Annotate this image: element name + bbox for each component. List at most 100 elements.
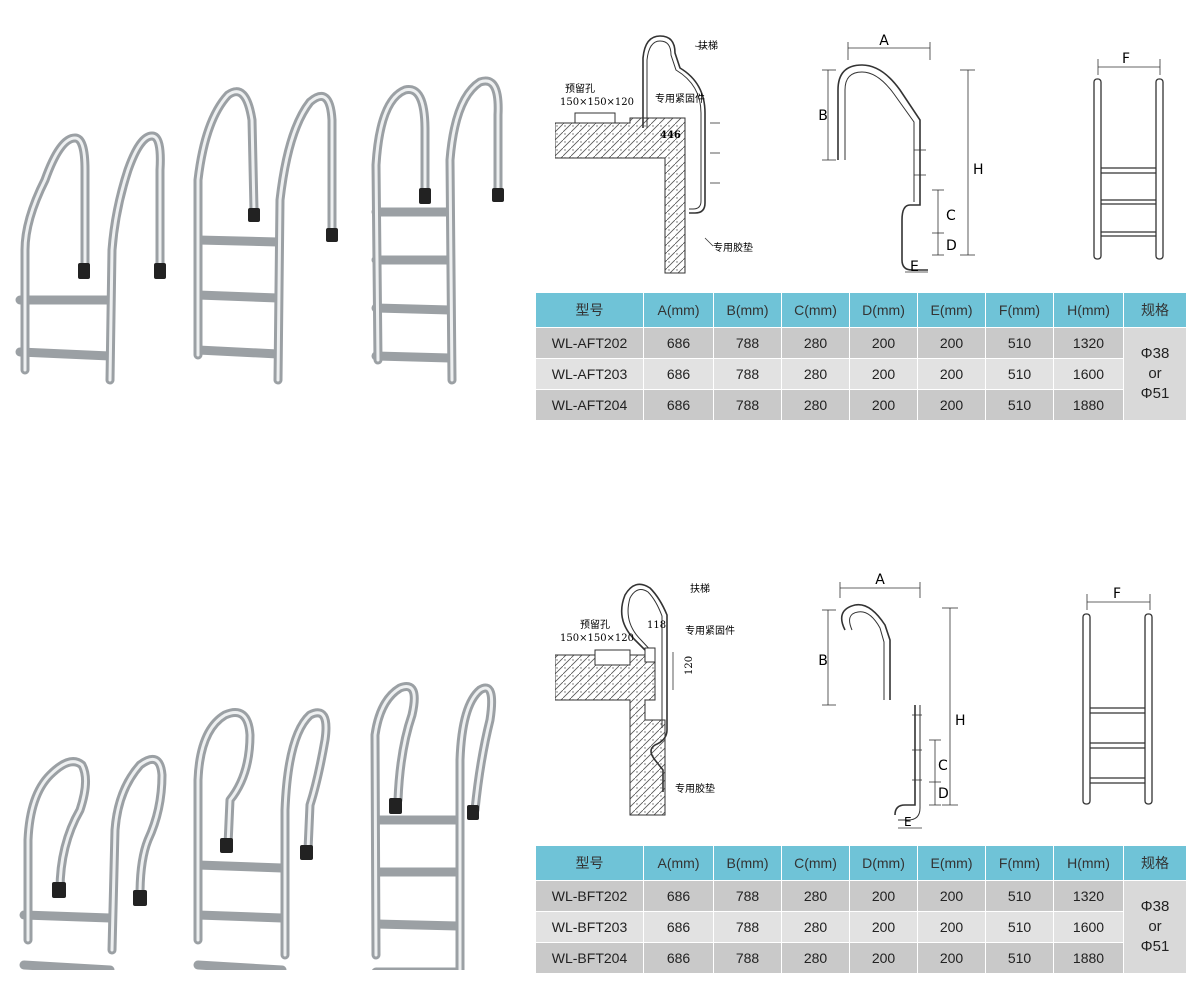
header-d: D(mm) <box>849 845 918 881</box>
cell-a: 686 <box>643 880 714 912</box>
dim-b: B <box>818 653 828 669</box>
product-section-aft: 扶梯 预留孔 150×150×120 专用紧固件 446 专用胶垫 A B H … <box>0 0 1200 440</box>
label-hole-size: 150×150×120 <box>560 633 634 644</box>
spec-line-3: Φ51 <box>1140 938 1170 955</box>
dim-d: D <box>938 786 949 802</box>
cell-c: 280 <box>781 358 850 390</box>
cell-d: 200 <box>849 942 918 974</box>
dim-d: D <box>946 238 957 254</box>
ladder-photo-bft <box>19 682 497 970</box>
header-a: A(mm) <box>643 845 714 881</box>
cell-model: WL-AFT203 <box>535 358 644 390</box>
label-hole-size: 150×150×120 <box>560 97 634 108</box>
header-spec: 规格 <box>1123 845 1187 881</box>
table-row: WL-AFT204 686 788 280 200 200 510 1880 <box>535 389 1187 421</box>
cell-model: WL-BFT203 <box>535 911 644 943</box>
side-dimension-diagram-aft: A B H C D E <box>818 33 984 275</box>
cell-c: 280 <box>781 389 850 421</box>
spec-line-2: or <box>1148 365 1162 382</box>
spec-line-1: Φ38 <box>1140 898 1170 915</box>
ladder-photo-aft <box>15 76 504 385</box>
cell-a: 686 <box>643 942 714 974</box>
dim-a: A <box>879 33 889 49</box>
dim-h: H <box>973 162 984 178</box>
cell-e: 200 <box>917 880 986 912</box>
header-model: 型号 <box>535 292 644 328</box>
header-model: 型号 <box>535 845 644 881</box>
cell-h: 1320 <box>1053 880 1124 912</box>
cell-e: 200 <box>917 911 986 943</box>
cell-spec: Φ38 or Φ51 <box>1123 880 1187 974</box>
table-row: WL-AFT202 686 788 280 200 200 510 1320 Φ… <box>535 327 1187 421</box>
label-fastener: 专用紧固件 <box>655 92 705 105</box>
spec-table-bft: 型号 A(mm) B(mm) C(mm) D(mm) E(mm) F(mm) H… <box>535 845 1187 974</box>
dim-e: E <box>904 815 912 829</box>
cell-h: 1600 <box>1053 911 1124 943</box>
cell-b: 788 <box>713 327 782 359</box>
cell-d: 200 <box>849 389 918 421</box>
table-row: WL-BFT203 686 788 280 200 200 510 1600 <box>535 911 1187 943</box>
table-row: WL-BFT202 686 788 280 200 200 510 1320 Φ… <box>535 880 1187 974</box>
spec-table-header: 型号 A(mm) B(mm) C(mm) D(mm) E(mm) F(mm) H… <box>535 292 1187 328</box>
dim-a: A <box>875 572 885 588</box>
cell-h: 1880 <box>1053 942 1124 974</box>
label-dim-120: 120 <box>684 656 695 675</box>
header-spec: 规格 <box>1123 292 1187 328</box>
dim-f: F <box>1113 586 1121 602</box>
table-row: WL-BFT204 686 788 280 200 200 510 1880 <box>535 942 1187 974</box>
product-section-bft: 118 120 扶梯 预留孔 150×150×120 专用紧固件 专用胶垫 A … <box>0 540 1200 989</box>
label-rubber-pad: 专用胶垫 <box>713 241 753 254</box>
side-dimension-diagram-bft: A B H C D E <box>818 572 966 829</box>
cell-f: 510 <box>985 358 1054 390</box>
installation-diagram-bft: 118 120 扶梯 预留孔 150×150×120 专用紧固件 专用胶垫 <box>555 582 735 816</box>
cell-d: 200 <box>849 880 918 912</box>
cell-e: 200 <box>917 327 986 359</box>
dim-h: H <box>955 713 966 729</box>
cell-h: 1880 <box>1053 389 1124 421</box>
cell-d: 200 <box>849 327 918 359</box>
front-dimension-diagram-aft: F <box>1093 51 1164 260</box>
cell-f: 510 <box>985 942 1054 974</box>
spec-line-2: or <box>1148 918 1162 935</box>
label-rubber-pad: 专用胶垫 <box>675 782 715 795</box>
label-reserved-hole: 预留孔 <box>565 82 595 95</box>
header-c: C(mm) <box>781 845 850 881</box>
header-h: H(mm) <box>1053 845 1124 881</box>
cell-b: 788 <box>713 389 782 421</box>
cell-model: WL-AFT204 <box>535 389 644 421</box>
installation-diagram-aft: 扶梯 预留孔 150×150×120 专用紧固件 446 专用胶垫 <box>555 35 753 274</box>
cell-d: 200 <box>849 358 918 390</box>
cell-d: 200 <box>849 911 918 943</box>
cell-e: 200 <box>917 358 986 390</box>
cell-a: 686 <box>643 358 714 390</box>
table-row: WL-AFT203 686 788 280 200 200 510 1600 <box>535 358 1187 390</box>
dim-f: F <box>1122 51 1130 67</box>
dim-e: E <box>910 259 919 275</box>
cell-spec: Φ38 or Φ51 <box>1123 327 1187 421</box>
label-fastener: 专用紧固件 <box>685 624 735 637</box>
spec-table-header: 型号 A(mm) B(mm) C(mm) D(mm) E(mm) F(mm) H… <box>535 845 1187 881</box>
cell-a: 686 <box>643 389 714 421</box>
header-c: C(mm) <box>781 292 850 328</box>
header-f: F(mm) <box>985 845 1054 881</box>
cell-model: WL-BFT202 <box>535 880 644 912</box>
cell-b: 788 <box>713 880 782 912</box>
cell-b: 788 <box>713 358 782 390</box>
cell-model: WL-BFT204 <box>535 942 644 974</box>
cell-c: 280 <box>781 942 850 974</box>
header-a: A(mm) <box>643 292 714 328</box>
front-dimension-diagram-bft: F <box>1082 586 1153 805</box>
cell-f: 510 <box>985 911 1054 943</box>
cell-f: 510 <box>985 389 1054 421</box>
spec-line-1: Φ38 <box>1140 345 1170 362</box>
spec-table-aft: 型号 A(mm) B(mm) C(mm) D(mm) E(mm) F(mm) H… <box>535 292 1187 421</box>
cell-c: 280 <box>781 911 850 943</box>
cell-b: 788 <box>713 911 782 943</box>
cell-a: 686 <box>643 327 714 359</box>
header-b: B(mm) <box>713 845 782 881</box>
cell-model: WL-AFT202 <box>535 327 644 359</box>
label-reserved-hole: 预留孔 <box>580 618 610 631</box>
label-dim-118: 118 <box>647 620 666 631</box>
cell-c: 280 <box>781 327 850 359</box>
header-d: D(mm) <box>849 292 918 328</box>
